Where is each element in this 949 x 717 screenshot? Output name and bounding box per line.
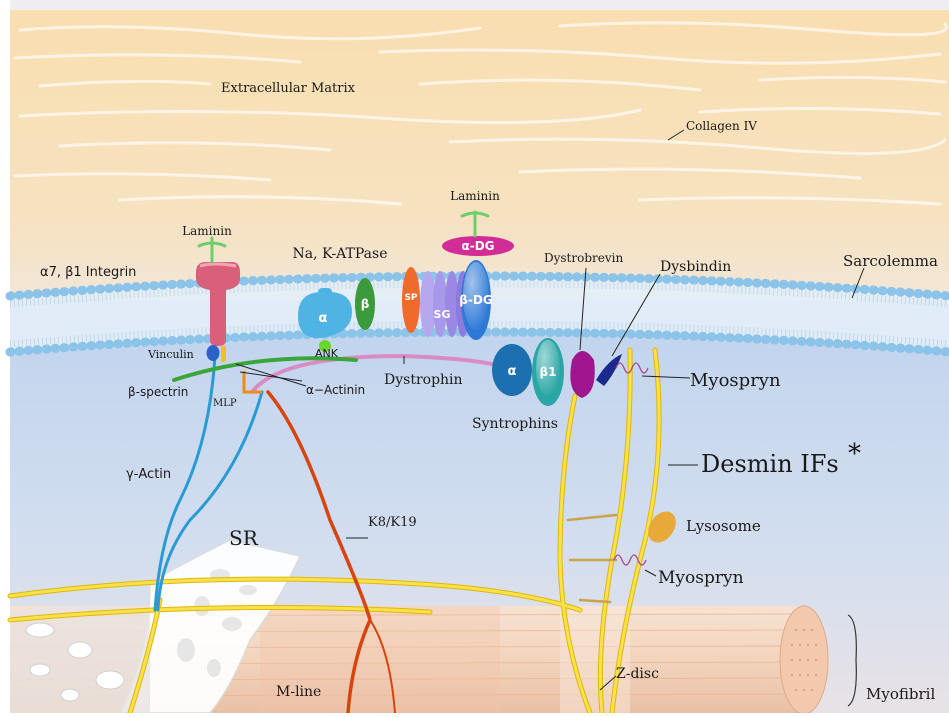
atpase-beta-symbol: β [361, 297, 370, 311]
lysosome-label: Lysosome [686, 517, 761, 535]
gamma-actin-label: γ-Actin [126, 467, 171, 482]
z-disc-label: Z-disc [616, 666, 659, 682]
ank-label: ANK [315, 347, 339, 360]
top-border [0, 0, 949, 10]
vinculin [207, 345, 220, 361]
syntrophins-label: Syntrophins [472, 416, 558, 432]
mlp-label: MLP [213, 398, 237, 409]
dystrobrevin-label: Dystrobrevin [544, 251, 623, 265]
myofibril-label: Myofibril [866, 685, 935, 703]
dystrophin-label: Dystrophin [384, 372, 463, 388]
alpha-dg-symbol: α-DG [461, 239, 494, 253]
na-k-atpase-label: Na, K-ATPase [293, 246, 388, 262]
syntrophin-alpha-symbol: α [508, 364, 517, 379]
m-line-label: M-line [276, 684, 321, 700]
collagen-iv-label: Collagen IV [686, 119, 757, 133]
myospryn-bottom-label: Myospryn [658, 568, 744, 588]
myospryn-top-label: Myospryn [690, 370, 781, 391]
laminin-left-label: Laminin [182, 224, 232, 238]
alpha-actinin-label: α−Actinin [306, 383, 365, 397]
dysbindin-label: Dysbindin [660, 259, 731, 275]
sg-symbol: SG [434, 308, 451, 321]
beta-dg-symbol: β-DG [459, 293, 492, 307]
alpha-actinin-bar [221, 346, 226, 362]
syntrophin-beta1-symbol: β1 [540, 365, 557, 379]
sarcolemma-label: Sarcolemma [843, 252, 938, 270]
extracellular-matrix-label: Extracellular Matrix [221, 81, 356, 96]
sr-label: SR [229, 526, 259, 550]
sp-symbol: SP [404, 293, 417, 303]
desmin-label: Desmin IFs [701, 450, 839, 478]
integrin-label: α7, β1 Integrin [40, 265, 136, 280]
vinculin-label: Vinculin [147, 348, 194, 361]
atpase-alpha-symbol: α [319, 311, 328, 326]
beta-spectrin-label: β-spectrin [128, 385, 188, 399]
desmin-asterisk: * [848, 439, 861, 469]
left-border [0, 0, 10, 713]
laminin-right-label: Laminin [450, 189, 500, 203]
k8-k19-label: K8/K19 [368, 515, 417, 530]
